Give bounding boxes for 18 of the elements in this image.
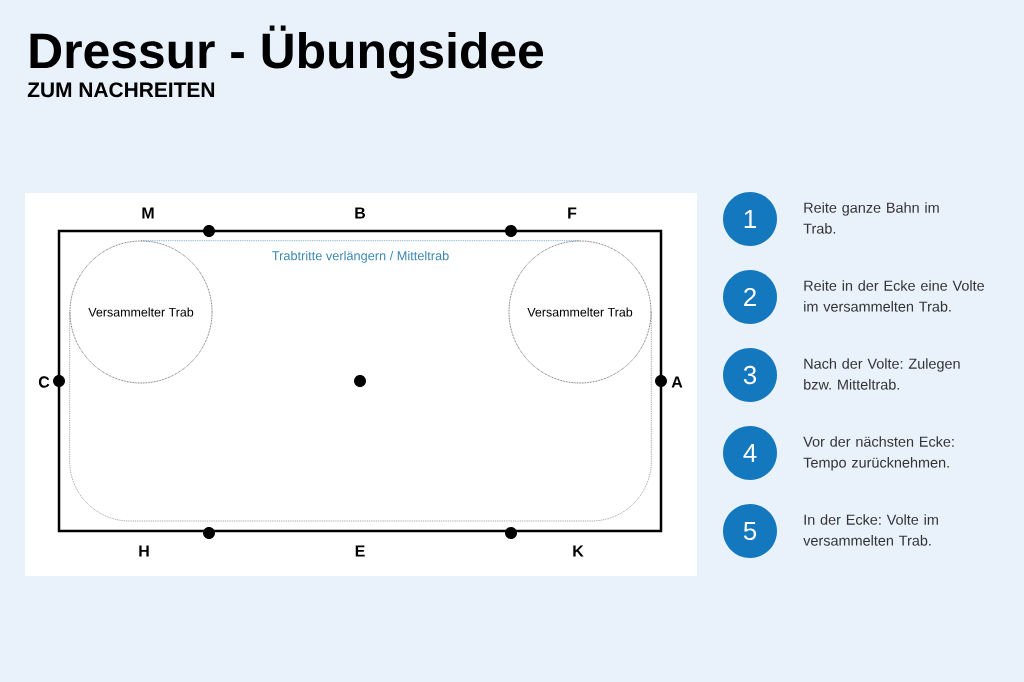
arena-letter: A <box>671 376 683 388</box>
step-text: Reite ganze Bahn im Trab. <box>803 202 939 234</box>
arena-letter: C <box>38 376 50 388</box>
arena-letter: H <box>139 545 149 557</box>
riding-path-line <box>69 311 652 522</box>
step-text: Vor der nächsten Ecke: Tempo zurücknehmen. <box>803 436 954 471</box>
subtitle: ZUM NACHREITEN <box>27 82 215 98</box>
step-text: Reite in der Ecke eine Volte im versammelten Trab. <box>804 280 984 312</box>
arena-letter: M <box>142 207 154 219</box>
step-text: In der Ecke: Volte im versammelten Trab. <box>803 514 938 546</box>
step-text: Nach der Volte: Zulegen bzw. Mitteltrab. <box>804 358 960 390</box>
arena-letter: E <box>355 545 365 557</box>
path-label: Trabtritte verlängern / Mitteltrab <box>272 250 449 263</box>
riding-path-line <box>140 240 581 242</box>
arena-letter: K <box>573 545 584 557</box>
title: Dressur - Übungsidee <box>30 25 544 79</box>
arena-letter: F <box>568 207 577 219</box>
arena-letter: B <box>355 207 366 219</box>
